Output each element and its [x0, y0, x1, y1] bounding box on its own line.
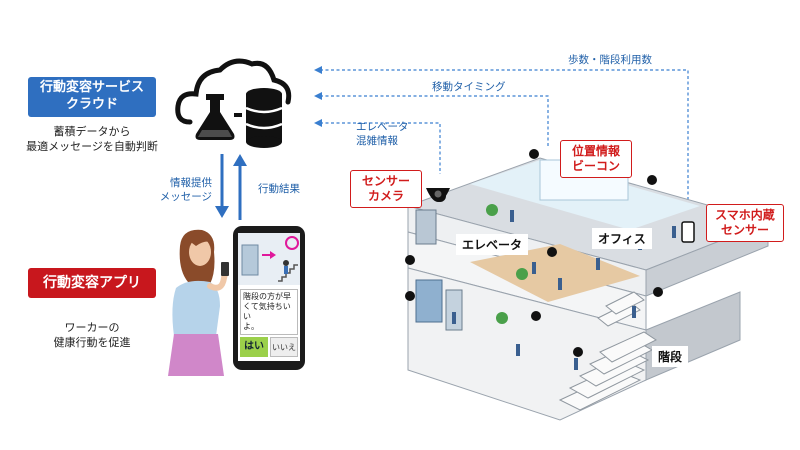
sensor-camera-line2: カメラ	[367, 189, 404, 203]
app-caption-line2: 健康行動を促進	[53, 336, 131, 349]
elevator-congestion-line2: 混雑情報	[356, 135, 398, 147]
no-button[interactable]: いいえ	[270, 337, 298, 357]
cloud-service-box: 行動変容サービス クラウド	[28, 77, 156, 117]
phone-sensor-callout: スマホ内蔵 センサー	[706, 204, 784, 242]
app-caption: ワーカーの 健康行動を促進	[28, 320, 156, 350]
flow-up-label: 行動結果	[258, 183, 300, 195]
phone-sensor-line1: スマホ内蔵	[715, 208, 775, 222]
sensor-camera-line1: センサー	[361, 174, 410, 188]
phone-sensor-line2: センサー	[720, 223, 769, 237]
phone-message-line1: 階段の方が早	[243, 292, 291, 301]
worker-woman-illustration	[168, 229, 229, 376]
timing-label: 移動タイミング	[432, 81, 506, 93]
smartphone: 階段の方が早 くて気持ちいい よ。 はい いいえ	[233, 226, 305, 370]
flow-arrows	[215, 154, 247, 220]
phone-screen: 階段の方が早 くて気持ちいい よ。 はい いいえ	[238, 233, 300, 361]
cloud-service-line2: クラウド	[65, 97, 118, 112]
office-label: オフィス	[592, 228, 652, 249]
yes-button[interactable]: はい	[240, 337, 268, 357]
elevator-label: エレベータ	[456, 234, 529, 255]
flow-down-label: 情報提供 メッセージ	[142, 176, 212, 204]
cloud-service-line1: 行動変容サービス	[39, 80, 144, 95]
sensor-camera-callout: センサー カメラ	[350, 170, 422, 208]
cloud-database-icon	[175, 58, 292, 148]
cloud-caption: 蓄積データから 最適メッセージを自動判断	[2, 124, 182, 154]
security-camera-icon	[426, 188, 450, 202]
behavior-app-box: 行動変容アプリ	[28, 268, 156, 298]
flow-down-line2: メッセージ	[159, 191, 212, 203]
beacon-line1: 位置情報	[571, 144, 620, 158]
beacon-callout: 位置情報 ビーコン	[560, 140, 632, 178]
cloud-caption-line2: 最適メッセージを自動判断	[26, 140, 158, 153]
steps-label: 歩数・階段利用数	[568, 54, 652, 66]
flow-down-line1: 情報提供	[170, 177, 212, 189]
cloud-caption-line1: 蓄積データから	[53, 125, 131, 138]
phone-message-line2: くて気持ちいい	[243, 302, 291, 321]
stairs-label: 階段	[652, 346, 689, 367]
phone-message: 階段の方が早 くて気持ちいい よ。	[240, 289, 298, 335]
beacon-line2: ビーコン	[571, 159, 620, 173]
stairs-image	[238, 233, 300, 285]
phone-message-line3: よ。	[243, 322, 259, 331]
elevator-congestion-line1: エレベータ	[356, 121, 409, 133]
elevator-congestion-label: エレベータ 混雑情報	[356, 120, 409, 148]
app-caption-line1: ワーカーの	[64, 321, 120, 334]
